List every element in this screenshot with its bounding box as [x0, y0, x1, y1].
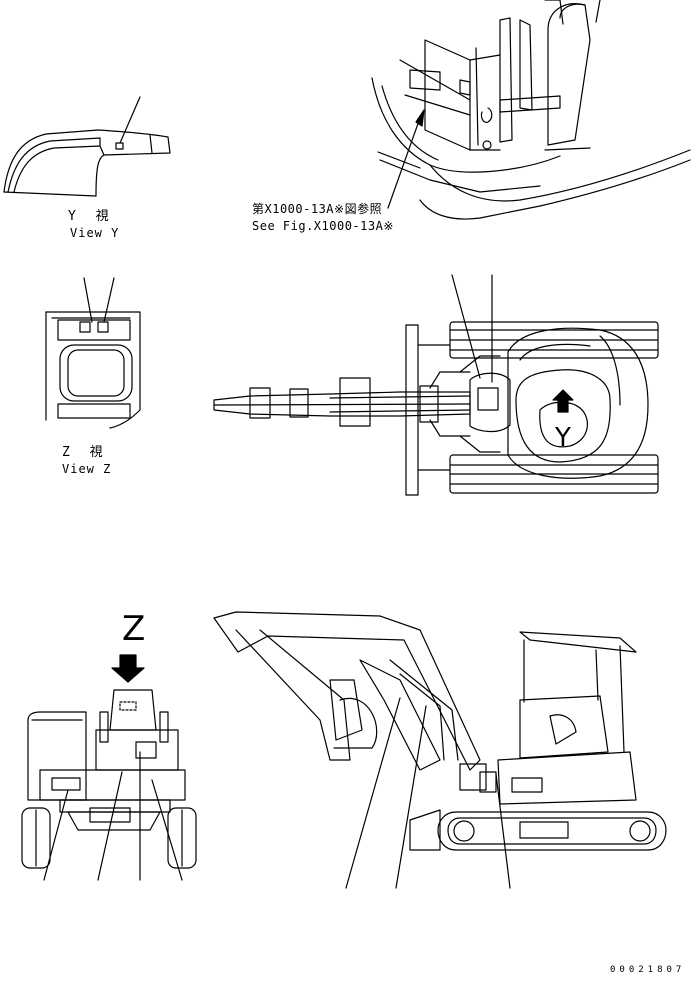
view-y-fender-drawing	[4, 97, 170, 196]
top-view-blade	[406, 325, 418, 495]
machine-top-view-drawing	[214, 275, 658, 495]
side-view-upper-structure	[498, 752, 636, 804]
cab-perspective-drawing	[372, 0, 690, 219]
cab-leader-line-3	[596, 0, 600, 22]
cab-leader-line-2	[560, 0, 563, 24]
view-y-caption-en: View Y	[70, 226, 120, 240]
view-y-caption-jp: Y 視	[68, 209, 115, 224]
reference-arrowhead	[416, 110, 424, 126]
cab-leader-line-1	[476, 48, 478, 145]
side-view-leader-line-2	[396, 706, 426, 888]
drawing-number: 00021807	[610, 965, 686, 975]
front-view-seat	[110, 690, 156, 730]
view-z-seat-drawing	[46, 278, 140, 428]
view-z-leader-line-2	[104, 278, 114, 322]
side-view-track	[438, 812, 666, 850]
top-view-upper-structure	[508, 328, 648, 478]
view-y-leader-line	[120, 97, 140, 143]
side-view-canopy	[520, 632, 636, 652]
reference-note-jp: 第X1000-13A※図参照	[252, 202, 383, 216]
view-z-arrow-label: Z	[122, 609, 146, 649]
side-view-leader-line-1	[346, 698, 400, 888]
top-view-y-marker: Y	[555, 423, 571, 453]
side-view-blade	[410, 810, 440, 850]
side-view-bucket	[334, 698, 377, 748]
view-y-decal-mark	[116, 143, 123, 149]
top-view-boom	[214, 392, 470, 416]
top-view-leader-line-1	[452, 275, 480, 378]
side-view-seat	[550, 715, 576, 744]
view-z-caption-jp: Z 視	[62, 445, 109, 460]
side-view-cylinder	[390, 660, 458, 760]
reference-leader-line	[388, 118, 420, 208]
view-z-direction-arrow	[112, 655, 144, 682]
front-view-leader-line-2	[98, 772, 122, 880]
front-view-leader-line-1	[44, 790, 68, 880]
front-view-leader-line-4	[152, 780, 182, 880]
reference-note-en: See Fig.X1000-13A※	[252, 219, 394, 233]
side-view-boom	[214, 612, 480, 770]
top-view-forward-arrow	[553, 390, 573, 412]
front-view-track-right	[168, 808, 196, 868]
top-view-seat-outline	[516, 370, 610, 462]
front-view-left-body	[28, 712, 86, 800]
view-z-leader-line-1	[84, 278, 92, 322]
side-view-leader-line-3	[496, 774, 510, 888]
machine-side-view-drawing	[214, 612, 666, 888]
front-view-track-left	[22, 808, 50, 868]
machine-front-view-drawing	[22, 655, 196, 880]
view-z-caption-en: View Z	[62, 462, 112, 476]
